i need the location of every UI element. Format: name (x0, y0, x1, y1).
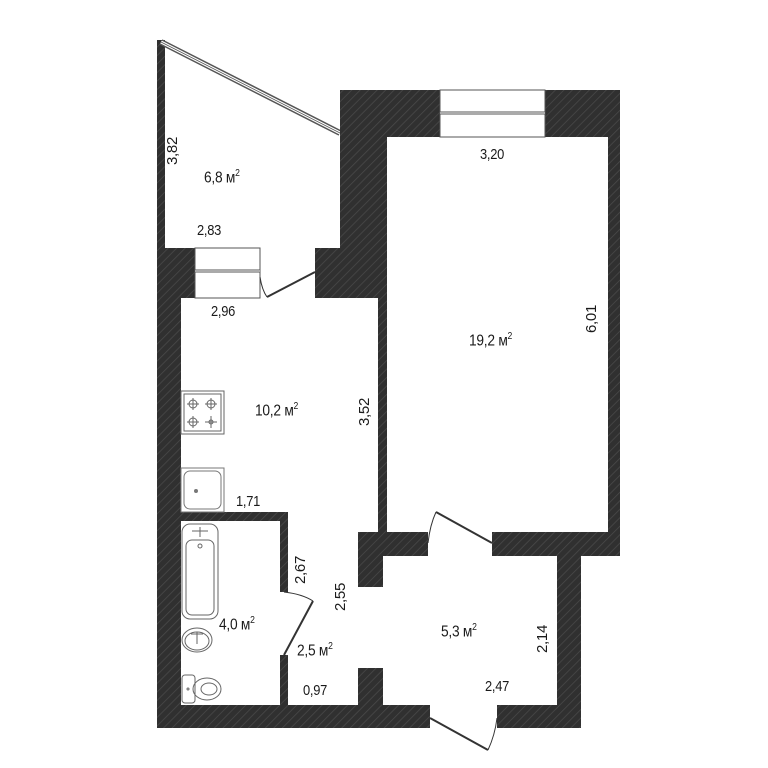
hallway-area: 5,3 м2 (441, 622, 477, 641)
hallway-dim-width: 2,47 (485, 678, 510, 695)
living-room-dim-width: 3,20 (480, 146, 505, 163)
balcony-window (159, 39, 342, 136)
toilet-icon (181, 674, 222, 704)
bathroom-dim-height: 2,67 (292, 556, 309, 584)
corridor-dim-width: 0,97 (303, 682, 328, 699)
kitchen-dim-height: 3,52 (356, 398, 373, 426)
corridor-area: 2,5 м2 (297, 641, 333, 660)
kitchen-dim-short: 1,71 (236, 493, 261, 510)
balcony-dim-width: 2,83 (197, 222, 222, 239)
living-room-dim-height: 6,01 (583, 305, 600, 333)
living-room-area: 19,2 м2 (469, 331, 513, 350)
bathtub-icon (181, 523, 219, 620)
stove-icon (180, 390, 225, 435)
outer-walls (157, 90, 620, 728)
washbasin-icon (181, 627, 213, 653)
corridor-dim-height: 2,55 (332, 583, 349, 611)
balcony-walls (157, 40, 165, 256)
doors (259, 271, 498, 751)
kitchen-dim-width: 2,96 (211, 303, 236, 320)
sink-icon (180, 467, 225, 513)
bathroom-area: 4,0 м2 (219, 615, 255, 634)
balcony-area: 6,8 м2 (204, 168, 240, 187)
balcony-door-window (194, 247, 261, 299)
living-room-window (439, 89, 546, 138)
balcony-dim-height: 3,82 (164, 137, 181, 165)
kitchen-area: 10,2 м2 (255, 401, 299, 420)
hallway-dim-height: 2,14 (534, 625, 551, 653)
